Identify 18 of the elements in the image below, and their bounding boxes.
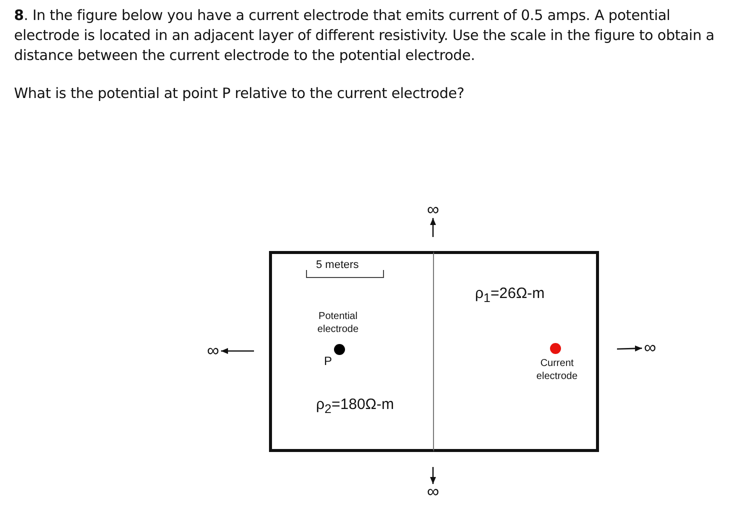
arrow bbox=[430, 218, 436, 237]
resistivity-label: ρ$_{2}$=180Ω-m bbox=[316, 396, 394, 416]
electrode-label: Current electrode bbox=[535, 357, 579, 383]
point-label: P bbox=[324, 354, 332, 368]
arrow bbox=[221, 348, 254, 354]
scale-label: 5 meters bbox=[316, 259, 359, 271]
infinity-symbol: ∞ bbox=[205, 343, 221, 359]
infinity-symbol: ∞ bbox=[642, 340, 658, 356]
rock-layer bbox=[434, 251, 599, 452]
infinity-symbol: ∞ bbox=[425, 202, 441, 218]
question-text: What is the potential at point P relative to the current electrode? bbox=[14, 85, 466, 104]
arrow bbox=[430, 467, 436, 484]
infinity-symbol: ∞ bbox=[425, 484, 441, 500]
electrode-label: Potential electrode bbox=[316, 310, 360, 336]
arrow bbox=[616, 345, 642, 352]
rock-layer bbox=[269, 251, 434, 452]
resistivity-label: ρ$_{1}$=26Ω-m bbox=[475, 285, 545, 305]
question-text: 8. In the figure below you have a current electrode that emits current of 0.5 amps. A potential electrode is located in an adjacent layer of different resistivity. Use the scale in the figure to obtain a distance between the current electrode to the potential electrode. bbox=[14, 7, 716, 66]
